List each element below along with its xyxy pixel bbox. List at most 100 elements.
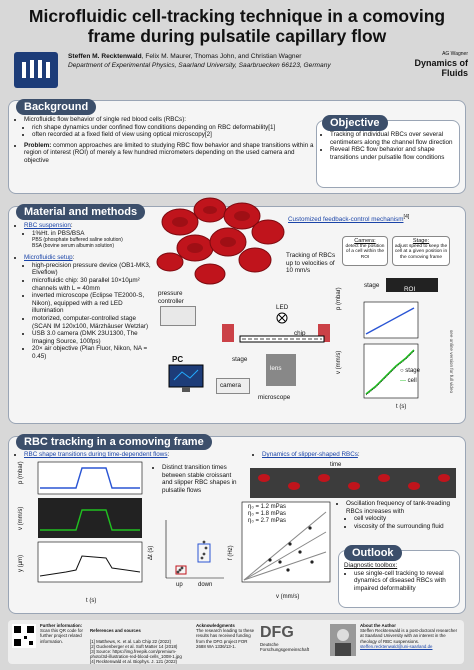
transition-pressure-trace	[40, 467, 140, 489]
first-author: Steffen M. Recktenwald	[68, 53, 142, 60]
setup-item: microfluidic chip: 30 parallel 10×10µm² …	[32, 277, 154, 292]
down-label: down	[198, 582, 213, 588]
stage-box-title: Stage:	[412, 238, 430, 244]
up-label: up	[176, 582, 183, 588]
transition-note-text: Distinct transition times between stable…	[162, 464, 242, 494]
camera-box: camera	[216, 378, 250, 394]
qr-code-icon[interactable]	[12, 624, 36, 648]
objective-item: Reveal RBC flow behavior and shape trans…	[330, 146, 454, 161]
transition-velocity-trace	[40, 509, 140, 531]
footer	[8, 620, 464, 664]
time-label: time	[330, 462, 342, 468]
setup-item: USB 3.0 camera (DMK 23U1300, The Imaging…	[32, 330, 154, 345]
stage-small-label: stage	[364, 282, 380, 289]
info-text: Scan this QR code for further project re…	[40, 628, 83, 644]
red-blood-cells-illustration	[156, 197, 285, 285]
university-logo	[14, 52, 58, 88]
objective-panel	[316, 120, 460, 188]
osc-item: cell velocity	[354, 515, 458, 523]
camera-box-text: detect the position of a cell within the…	[345, 244, 385, 260]
setup-item: high-precision pressure device (OB1-MK3,…	[32, 262, 154, 277]
objective-text: Tracking of individual RBCs over several…	[320, 131, 454, 161]
pressure-trace	[365, 307, 415, 335]
microfluidic-chip-icon	[222, 324, 330, 343]
legend-item: η₀ = 2.7 mPas	[248, 518, 287, 524]
outlook-item: use single-cell tracking to reveal dynam…	[354, 570, 454, 593]
plot-ylabel-velocity: v (mm/s)	[336, 350, 342, 374]
info-title: Further information:	[40, 623, 83, 628]
oscillation-note: Oscillation frequency of tank-treading R…	[336, 500, 458, 530]
university-seal-icon	[18, 56, 54, 84]
problem-label: Problem:	[24, 141, 52, 149]
stage-feedback-box: Stage:adjust speed to keep the cell at a…	[392, 236, 450, 266]
transition-position-trace	[39, 555, 141, 577]
rbc-suspension-label: RBC suspension	[24, 222, 71, 229]
feedback-ref: [4]	[403, 214, 410, 220]
setup-label: Microfluidic setup	[24, 254, 73, 262]
outlook-text: Diagnostic toolbox: use single-cell trac…	[344, 562, 454, 592]
dfg-logo: DFG Deutsche Forschungsgemeinschaft	[260, 624, 314, 652]
rbc-pbs: PBS (phosphate buffered saline solution)	[32, 237, 123, 244]
stage-label: stage	[232, 356, 248, 363]
background-subitem: often recorded at a fixed field of view …	[32, 131, 314, 139]
camera-box-title: Camera:	[354, 238, 376, 244]
lens-box: lens	[266, 354, 296, 386]
f-label: f (Hz)	[228, 545, 234, 560]
background-subitem: rich shape dynamics under confined flow …	[32, 124, 314, 132]
dfg-text: DFG	[260, 624, 294, 641]
legend-item: η₀ = 1.8 mPas	[248, 511, 287, 517]
pressure-controller-label: pressure controller	[158, 290, 184, 305]
legend-stage-text: stage	[405, 368, 420, 374]
v-label: v (mm/s)	[276, 594, 300, 600]
outlook-header: Outlook	[344, 545, 402, 561]
cell-velocity-trace	[365, 349, 415, 395]
legend-cell-text: cell	[407, 378, 417, 384]
author-text: Steffen Recktenwald is a post-doctoral r…	[360, 628, 458, 644]
affiliation: Department of Experimental Physics, Saar…	[68, 62, 331, 69]
ylabel-v: v (mm/s)	[18, 506, 24, 530]
co-authors: , Felix M. Maurer, Thomas John, and Chri…	[141, 53, 302, 60]
osc-note-text: Oscillation frequency of tank-treading R…	[346, 500, 458, 515]
objective-header: Objective	[322, 115, 388, 131]
dynamics-label: Dynamics of slipper-shaped RBCs:	[252, 451, 452, 459]
ack-block: Acknowledgments The research leading to …	[196, 623, 256, 649]
side-video-note: see online version for full video	[449, 330, 454, 394]
title-line2: frame during pulsatile capillary flow	[87, 26, 387, 46]
plot-xlabel: t (s)	[396, 404, 407, 410]
roi-strip: ROI	[386, 278, 438, 293]
camera-feedback-box: Camera:detect the position of a cell wit…	[342, 236, 388, 266]
viscosity-legend: η₀ = 1.2 mPas η₀ = 1.8 mPas η₀ = 2.7 mPa…	[248, 504, 286, 525]
transitions-label: RBC shape transitions during time-depend…	[14, 451, 214, 459]
author-email[interactable]: steffen.recktenwald@uni-saarland.de	[360, 643, 433, 649]
ylabel-y: y (µm)	[18, 554, 24, 572]
setup-item: 20× air objective (Plan Fluor, Nikon, NA…	[32, 345, 154, 360]
dfg-sub: Deutsche Forschungsgemeinschaft	[260, 642, 310, 653]
dt-label: Δt (s)	[148, 545, 154, 560]
microscope-label: microscope	[258, 394, 291, 401]
rbc-bsa: BSA (bovine serum albumin solution)	[32, 243, 114, 250]
stage-box-text: adjust speed to keep the cell at a given…	[394, 244, 448, 260]
group-logo-main: Dynamics of Fluids	[414, 58, 468, 78]
title-line1: Microfluidic cell-tracking technique in …	[28, 6, 446, 26]
refs-text: [1] Matthews, K. et al. Lab Chip 22 (202…	[90, 638, 182, 665]
osc-item: viscosity of the surrounding fluid	[354, 523, 458, 531]
refs-title: References and sources	[90, 628, 141, 634]
transition-note: Distinct transition times between stable…	[152, 464, 242, 494]
legend-cell: — cell	[400, 378, 417, 384]
tracking-header: RBC tracking in a comoving frame	[16, 434, 212, 450]
frequency-plot	[241, 501, 331, 583]
led-label: LED	[276, 304, 289, 311]
outlook-label: Diagnostic toolbox:	[344, 562, 398, 569]
camera-label: camera	[220, 382, 241, 389]
stage-velocity-trace	[365, 350, 415, 396]
group-logo: AG Wagner Dynamics of Fluids	[402, 50, 468, 82]
author-photo	[330, 624, 356, 656]
feedback-plots	[363, 301, 419, 399]
setup-item: motorized, computer-controlled stage (SC…	[32, 315, 154, 330]
info-block: Further information: Scan this QR code f…	[40, 623, 84, 644]
transitions-link: RBC shape transitions during time-depend…	[24, 451, 168, 458]
background-text: Microfluidic flow behavior of single red…	[14, 116, 314, 165]
led-icon	[276, 312, 288, 324]
plot-ylabel-pressure: p (mbar)	[336, 287, 342, 310]
pc-monitor-icon	[168, 364, 204, 392]
